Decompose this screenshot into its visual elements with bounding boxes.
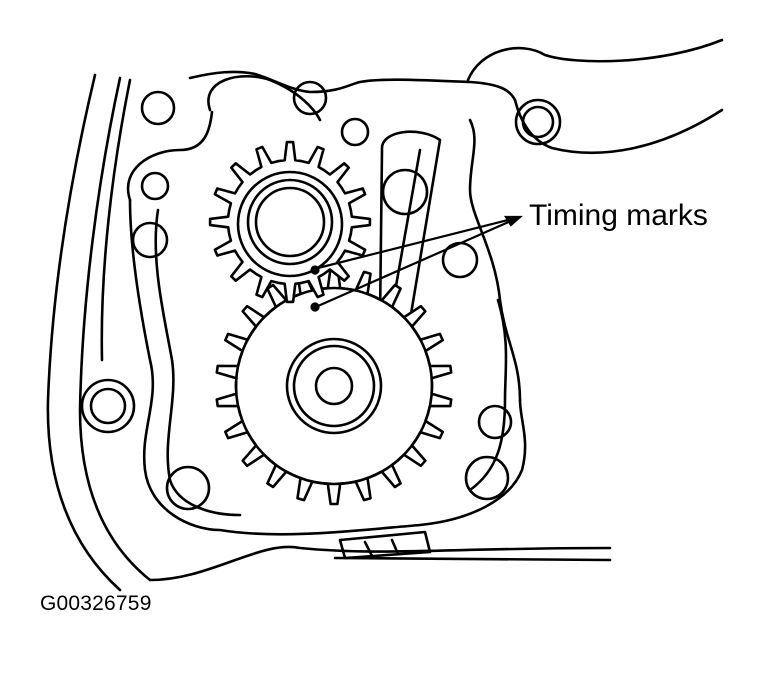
large-drive-gear: [215, 266, 453, 506]
timing-mark-leaders: [310, 215, 523, 312]
figure-id: G00326759: [40, 592, 152, 615]
timing-marks-callout: Timing marks: [529, 199, 708, 232]
small-driven-gear: [208, 140, 372, 304]
timing-mark-large-gear: [310, 302, 320, 312]
housing-outline: [46, 38, 724, 592]
timing-mark-small-gear: [310, 265, 320, 275]
